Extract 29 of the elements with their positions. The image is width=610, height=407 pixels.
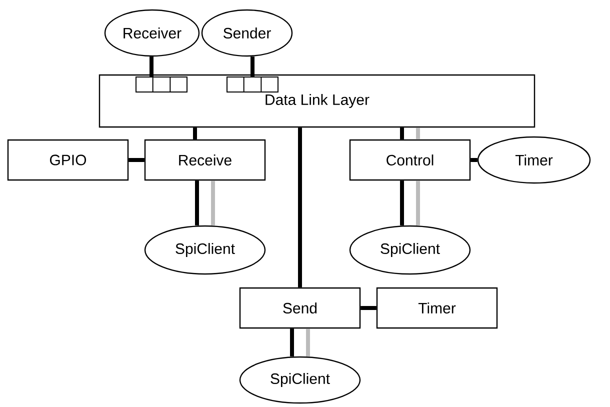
ellipse-node: Receiver	[104, 9, 200, 57]
ellipse-node: SpiClient	[239, 356, 361, 404]
connector-line	[306, 328, 310, 356]
connector-line	[250, 56, 254, 76]
component-box: Data Link Layer	[98, 74, 536, 128]
connector-line	[150, 56, 154, 76]
component-box: Control	[349, 139, 471, 181]
ellipse-node: SpiClient	[144, 225, 266, 275]
ellipse-node: SpiClient	[349, 225, 471, 275]
connector-line	[128, 158, 144, 162]
component-box: Timer	[376, 287, 498, 329]
connector-line	[290, 328, 294, 356]
connector-line	[416, 180, 420, 226]
ellipse-node: Sender	[201, 9, 293, 57]
connector-line	[193, 128, 197, 140]
port-block	[226, 76, 278, 93]
component-box: Receive	[144, 139, 266, 181]
connector-line	[360, 306, 376, 310]
connector-line	[400, 180, 404, 226]
connector-line	[211, 180, 215, 226]
connector-line	[416, 128, 420, 140]
component-box: Send	[239, 287, 361, 329]
component-box: GPIO	[7, 139, 129, 181]
connector-line	[298, 128, 302, 288]
connector-line	[470, 158, 478, 162]
port-block	[136, 76, 188, 93]
ellipse-node: Timer	[477, 136, 591, 184]
connector-line	[195, 180, 199, 226]
connector-line	[400, 128, 404, 140]
